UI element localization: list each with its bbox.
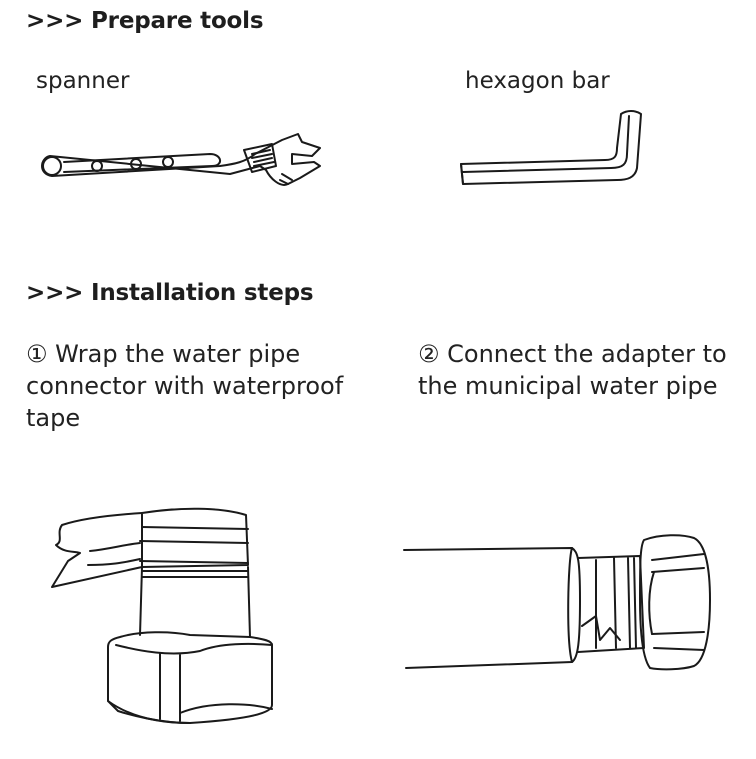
step-1-text: ① Wrap the water pipe connector with wat… xyxy=(26,340,344,432)
step-2-text: ② Connect the adapter to the municipal w… xyxy=(418,340,727,400)
spanner-icon xyxy=(41,133,321,186)
installation-steps-heading: >>> Installation steps xyxy=(26,280,314,306)
prepare-tools-heading: >>> Prepare tools xyxy=(26,8,264,34)
tool-label-spanner: spanner xyxy=(36,68,130,94)
tool-label-hexagon-bar: hexagon bar xyxy=(465,68,610,94)
hex-key-icon xyxy=(460,110,642,185)
adapter-pipe-illustration xyxy=(403,534,711,671)
taped-connector-illustration xyxy=(51,507,273,724)
